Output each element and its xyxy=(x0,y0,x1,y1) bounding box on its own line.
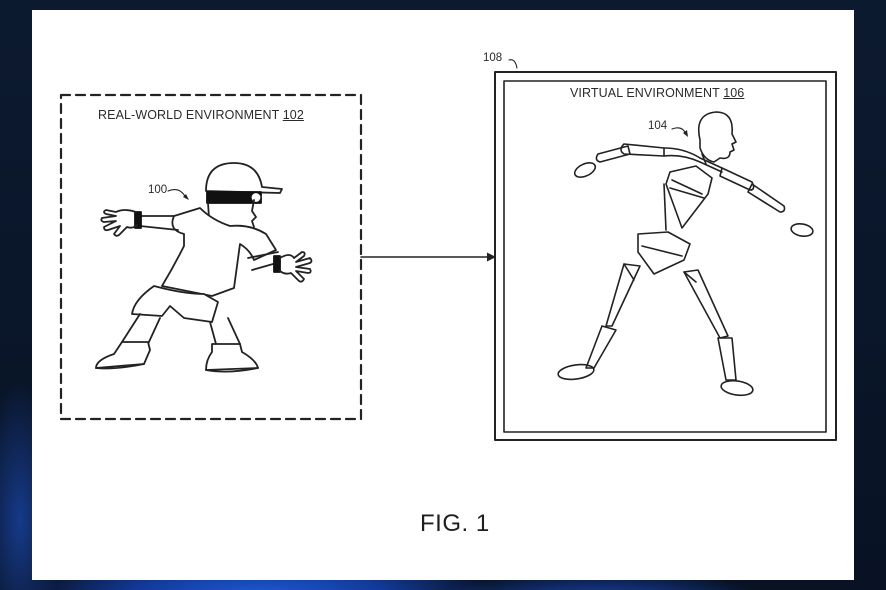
real-world-environment-label: REAL-WORLD ENVIRONMENT 102 xyxy=(98,108,304,122)
virtual-environment-box xyxy=(503,80,827,433)
ref-number-100: 100 xyxy=(148,184,168,196)
virtual-label-text: VIRTUAL ENVIRONMENT xyxy=(570,86,720,100)
user-figure xyxy=(95,162,313,373)
display-device-outer-frame xyxy=(494,71,837,441)
ref-number-108: 108 xyxy=(483,52,503,64)
avatar-figure xyxy=(557,111,814,397)
ref-number-102: 102 xyxy=(282,108,304,122)
ref-number-104: 104 xyxy=(648,120,668,132)
virtual-environment-label: VIRTUAL ENVIRONMENT 106 xyxy=(570,86,744,100)
real-world-environment-box xyxy=(59,93,363,421)
figure-caption: FIG. 1 xyxy=(420,510,490,537)
arrow-head-icon xyxy=(487,252,496,262)
ref-number-106: 106 xyxy=(723,86,745,100)
real-world-label-text: REAL-WORLD ENVIRONMENT xyxy=(98,108,280,122)
